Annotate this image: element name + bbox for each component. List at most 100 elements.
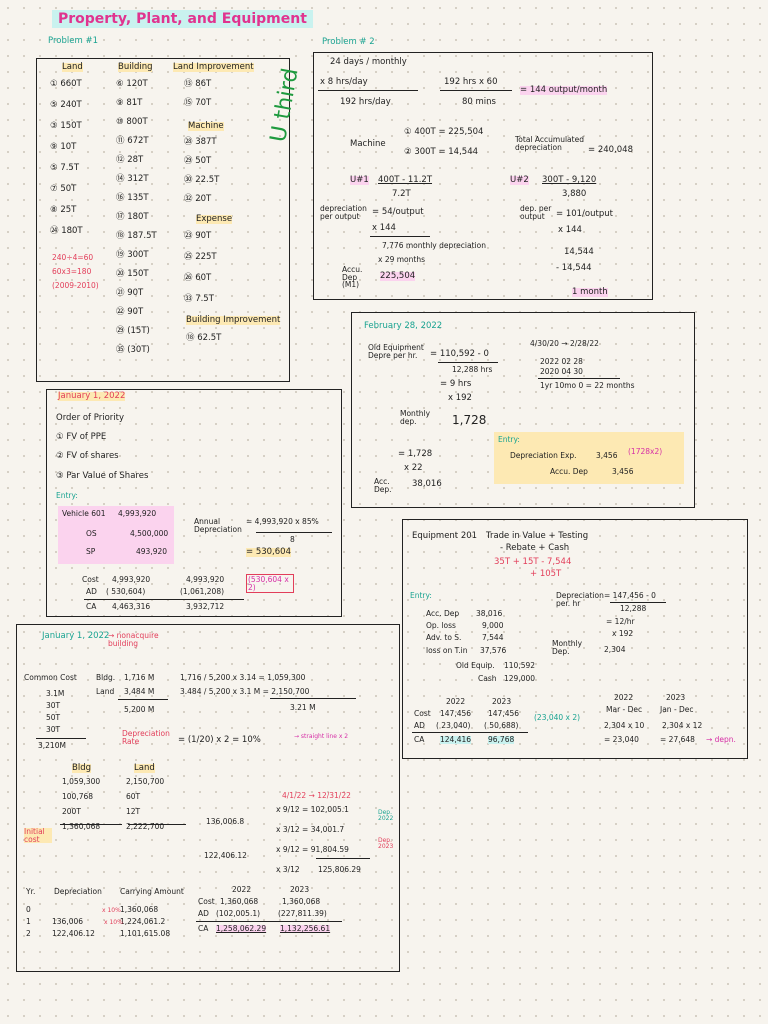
jan2-r1: 1,716 / 5,200 x 3.14 = 1,059,300 [180,673,306,682]
jan1-o2: ② FV of shares [56,451,119,461]
jan2-rule-6 [316,858,370,859]
bldg-imp-item: ⑱ 62.5T [186,333,222,343]
jan2-rule-4 [60,824,122,825]
jan2-b: Bldg. [96,673,116,682]
feb-old: Old Equipment Depre per hr. [368,343,424,360]
jan2-cc4: 30T [46,725,61,734]
jan1-e2v: 4,500,000 [130,529,169,538]
problem-1-box [36,58,290,382]
land-item: ⑨ 10T [50,142,77,152]
eq201-r2: Op. loss [426,621,456,630]
building-item: ⑲ 300T [116,250,149,260]
land-item: ⑤ 7.5T [50,163,80,173]
feb-f8: 38,016 [412,479,442,489]
building-item: ㉟ (30T) [116,345,150,355]
jan1-e1v: 4,993,920 [118,509,157,518]
eq201-md: Monthly Dep. [552,639,583,656]
eq201-r1: Acc. Dep [426,609,460,618]
eq201-dph: Depreciation per. hr [556,591,604,608]
eq201-m7: → depn. [706,735,736,744]
p2-u2d: x 144 [558,225,582,235]
jan2-s3: CA [198,924,209,933]
machine-header: Machine [188,121,224,131]
jan2-f3: x 9/12 = 91,804.59 [276,845,349,854]
jan2-s2b: (227,811.39) [278,909,327,918]
p2-m2: ② 300T = 14,544 [404,147,479,157]
feb-f5: 1,728 [452,413,487,427]
jan1-order: Order of Priority [56,413,125,423]
machine-item: ㉜ 20T [184,194,212,204]
p2-tad: Total Accumulated depreciation [515,135,584,152]
p2-u2b: 3,880 [562,189,587,199]
table-cell: 1 [26,917,31,926]
expense-header: Expense [196,214,233,224]
table-cell: 122,406.12 [52,929,95,938]
bldg-value: 200T [62,807,81,816]
jan1-ad3: = 530,604 [246,547,291,557]
p2-u2dep: dep. per output [520,204,552,221]
jan2-s1b: 1,360,068 [282,897,321,906]
eq201-ad2: ( 50,688) [484,721,519,730]
problem-1-label: Problem #1 [48,36,98,46]
table-cell: 136,006 [52,917,84,926]
jan2-x1: x 10% [102,907,121,914]
eq201-r4v: 37,576 [480,646,507,655]
p2-u2: U#2 [510,175,529,185]
feb-e2: Accu. Dep [550,467,588,476]
table-cell: 1,360,068 [120,905,159,914]
jan1-rule [256,532,332,533]
jan2-box [16,624,400,972]
jan1-ad1: = 4,993,920 x 85% [246,517,319,526]
jan1-e2: OS [86,529,97,538]
jan2-dep22: Dep. 2022 [378,809,394,822]
p2-hours: x 8 hrs/day [320,77,368,87]
jan2-rule-1 [36,738,86,739]
jan2-lh: Land [134,763,155,773]
eq201-m4: 2,304 x 12 [662,721,703,730]
p2-u1c: = 54/output [372,207,424,217]
p2-tad-val: = 240,048 [588,145,633,155]
jan2-label: January 1, 2022 [42,631,110,641]
eq201-dph2: 12,288 [620,604,647,613]
eq201-t1: Trade in Value + Testing [486,531,589,541]
jan2-y2: 2023 [290,885,310,894]
jan2-r2: 3.484 / 5,200 x 3.1 M = 2,150,700 [180,687,310,696]
land-improvement-item: ⑮ 70T [184,98,212,108]
eq201-dph4: x 192 [612,629,634,638]
jan1-c2a: ( 530,604) [106,587,146,596]
eq201-label: Equipment 201 [412,531,478,541]
land-value: 2,150,700 [126,777,165,786]
feb-e2v: 3,456 [612,467,634,476]
expense-item: ㉕ 225T [184,252,217,262]
eq201-note: (23,040 x 2) [534,713,581,722]
jan1-c3a: 4,463,316 [112,602,151,611]
eq201-ca1: 124,416 [440,735,472,744]
p2-u2c: = 101/output [556,209,613,219]
building-item: ⑭ 312T [116,174,149,184]
jan2-v2: 122,406.12 [204,851,247,860]
expense-item: ㉝ 7.5T [184,294,214,304]
feb-f6: = 1,728 [398,449,433,459]
feb-f3: = 9 hrs [440,379,472,389]
table-header-ca: Carrying Amount [120,887,184,896]
p2-u1a: 400T - 11.2T [378,175,433,185]
eq201-m1: Mar - Dec [606,705,643,714]
land-item: ⑤ 240T [50,100,82,110]
p2-accu: Accu. Dep (M1) [342,265,363,289]
eq201-cost1: 147,456 [440,709,472,718]
jan2-v1: 136,006.8 [206,817,245,826]
feb-rule [438,362,498,363]
machine-item: ㉘ 387T [184,137,217,147]
jan2-s1a: 1,360,068 [220,897,259,906]
feb-entry: Entry: [498,435,520,444]
land-item: ① 660T [50,79,82,89]
building-item: ⑫ 28T [116,155,144,165]
land-value: 12T [126,807,141,816]
jan2-f5: 125,806.29 [318,865,361,874]
eq201-m2h: 2023 [666,693,686,702]
jan1-rule-2 [84,599,244,600]
p2-u2e: 14,544 [564,247,594,257]
eq201-t4: + 105T [530,569,562,579]
eq201-t3: 35T + 15T - 7,544 [494,557,572,567]
problem-2-box [313,52,653,300]
